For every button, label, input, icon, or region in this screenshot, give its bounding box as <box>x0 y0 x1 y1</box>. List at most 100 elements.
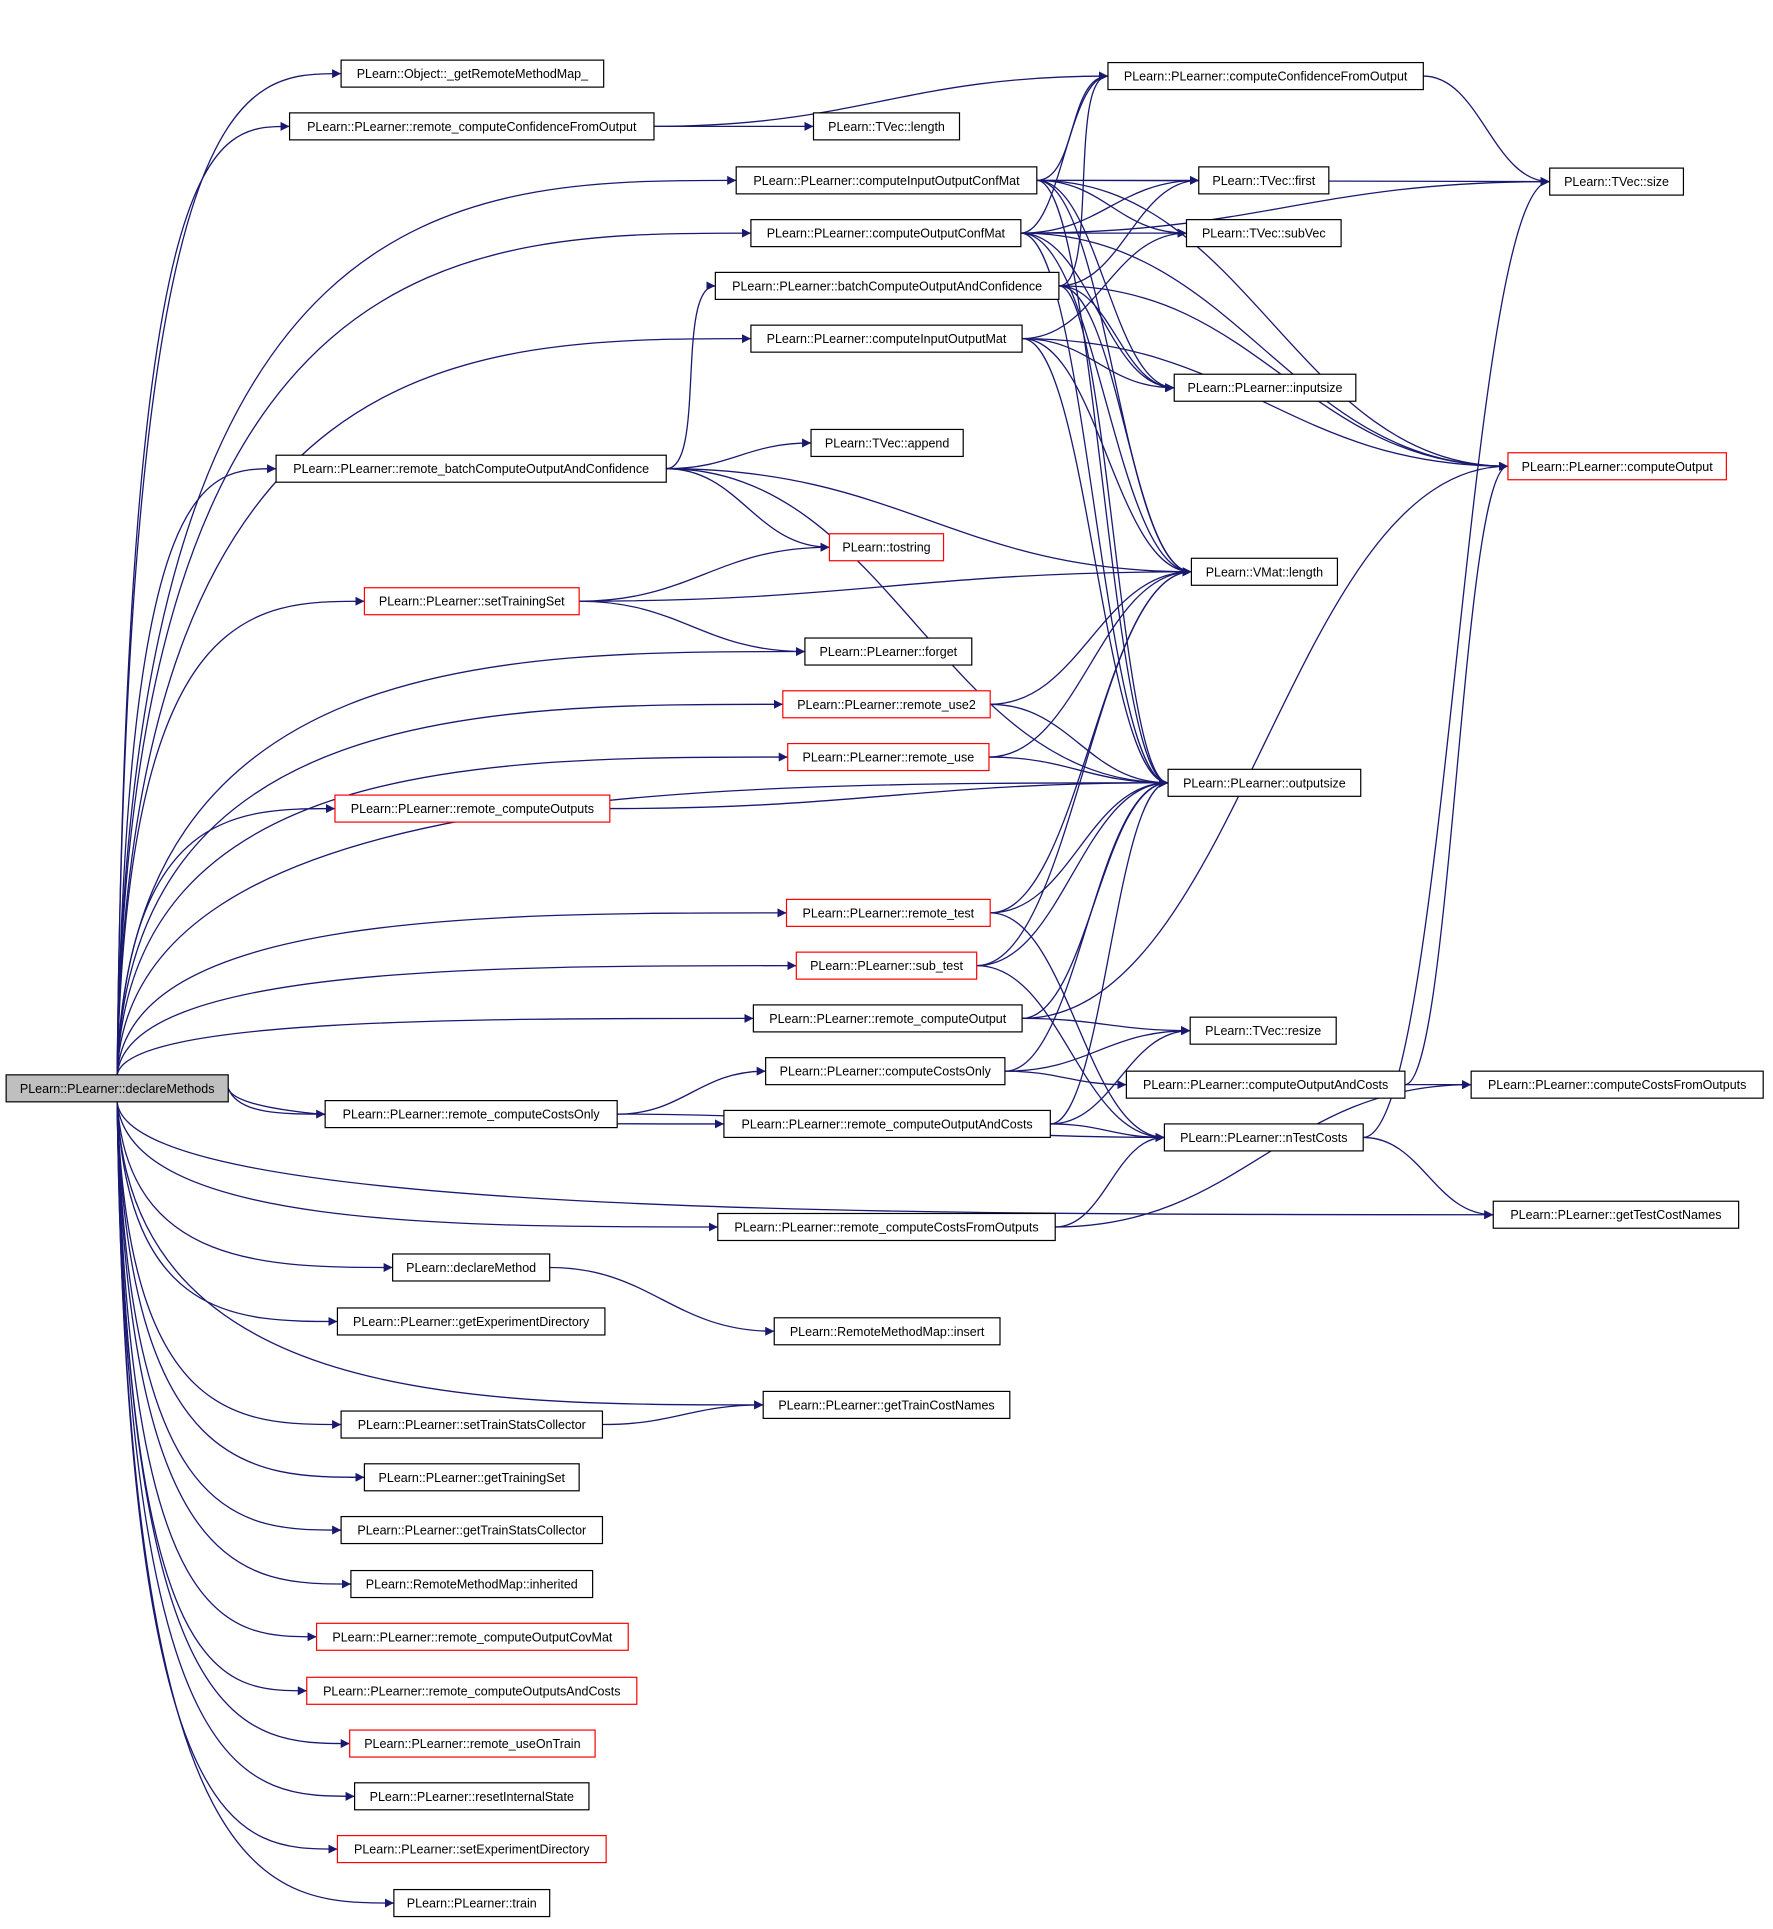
edge-computeOutputConfMat-to-inputsize <box>1020 232 1175 393</box>
edge-path <box>666 468 830 552</box>
edge-batchComputeOutputAndConfidence-to-computeConfidenceFromOutput <box>1058 71 1109 287</box>
node-computeCostsOnly[interactable]: PLearn::PLearner::computeCostsOnly <box>765 1057 1006 1086</box>
node-remote-computeConfidenceFromOutput[interactable]: PLearn::PLearner::remote_computeConfiden… <box>288 112 655 141</box>
node-tvec-size[interactable]: PLearn::TVec::size <box>1549 167 1685 196</box>
node-train[interactable]: PLearn::PLearner::train <box>393 1888 551 1918</box>
edge-path <box>1022 337 1508 471</box>
node-remote-computeOutputsAndCosts[interactable]: PLearn::PLearner::remote_computeOutputsA… <box>306 1676 638 1705</box>
node-remote-computeOutputs[interactable]: PLearn::PLearner::remote_computeOutputs <box>334 794 611 823</box>
node-computeCostsFromOutputs[interactable]: PLearn::PLearner::computeCostsFromOutput… <box>1470 1070 1764 1099</box>
node-computeInputOutputConfMat[interactable]: PLearn::PLearner::computeInputOutputConf… <box>735 166 1038 195</box>
node-label: PLearn::PLearner::getTrainCostNames <box>778 1398 994 1412</box>
node-getRemoteMethodMap[interactable]: PLearn::Object::_getRemoteMethodMap_ <box>340 59 605 88</box>
node-box <box>324 1100 618 1129</box>
edge-sub-test-to-nTestCosts <box>976 964 1165 1142</box>
edge-path <box>116 1101 393 1272</box>
node-tvec-first[interactable]: PLearn::TVec::first <box>1198 166 1330 195</box>
edge-computeOutputConfMat-to-tvec-first <box>1020 175 1199 234</box>
edge-path <box>116 1101 365 1482</box>
node-computeConfidenceFromOutput[interactable]: PLearn::PLearner::computeConfidenceFromO… <box>1107 61 1424 91</box>
edge-computeOutputConfMat-to-vmat-length <box>1020 232 1192 577</box>
node-label: PLearn::RemoteMethodMap::inherited <box>366 1578 578 1592</box>
node-getTrainingSet[interactable]: PLearn::PLearner::getTrainingSet <box>363 1463 580 1492</box>
edge-path <box>579 600 805 657</box>
node-rmm-inherited[interactable]: PLearn::RemoteMethodMap::inherited <box>350 1569 594 1599</box>
node-computeOutput[interactable]: PLearn::PLearner::computeOutput <box>1507 452 1727 481</box>
node-setTrainingSet[interactable]: PLearn::PLearner::setTrainingSet <box>363 587 580 616</box>
edge-path <box>976 778 1169 967</box>
node-tvec-subVec[interactable]: PLearn::TVec::subVec <box>1185 219 1342 248</box>
node-getExperimentDirectory[interactable]: PLearn::PLearner::getExperimentDirectory <box>336 1307 606 1336</box>
edge-root-to-remote-test <box>116 908 787 1075</box>
node-tvec-resize[interactable]: PLearn::TVec::resize <box>1189 1016 1337 1045</box>
node-label: PLearn::TVec::subVec <box>1202 227 1326 241</box>
node-inputsize[interactable]: PLearn::PLearner::inputsize <box>1173 373 1357 402</box>
edge-remote-use2-to-vmat-length <box>990 567 1192 705</box>
node-computeOutputAndCosts[interactable]: PLearn::PLearner::computeOutputAndCosts <box>1125 1070 1406 1099</box>
node-rmm-insert[interactable]: PLearn::RemoteMethodMap::insert <box>773 1317 1001 1346</box>
node-getTestCostNames[interactable]: PLearn::PLearner::getTestCostNames <box>1492 1200 1740 1229</box>
node-computeOutputConfMat[interactable]: PLearn::PLearner::computeOutputConfMat <box>750 219 1022 248</box>
node-vmat-length[interactable]: PLearn::VMat::length <box>1190 557 1339 586</box>
node-remote-computeCostsFromOutputs[interactable]: PLearn::PLearner::remote_computeCostsFro… <box>717 1212 1056 1242</box>
node-tvec-append[interactable]: PLearn::TVec::append <box>810 428 964 458</box>
node-remote-use[interactable]: PLearn::PLearner::remote_use <box>787 742 990 772</box>
node-outputsize[interactable]: PLearn::PLearner::outputsize <box>1167 768 1362 797</box>
edge-path <box>1050 1123 1165 1142</box>
edge-computeCostsOnly-to-computeOutputAndCosts <box>1004 1070 1127 1090</box>
edge-path <box>990 778 1169 914</box>
edge-declareMethod-to-rmm-insert <box>549 1266 775 1336</box>
node-computeInputOutputMat[interactable]: PLearn::PLearner::computeInputOutputMat <box>750 324 1023 353</box>
node-declareMethod[interactable]: PLearn::declareMethod <box>392 1253 551 1282</box>
node-remote-batchComputeOutputAndConfidence[interactable]: PLearn::PLearner::remote_batchComputeOut… <box>275 454 667 483</box>
node-remote-computeOutputCovMat[interactable]: PLearn::PLearner::remote_computeOutputCo… <box>315 1622 629 1651</box>
node-remote-computeOutputAndCosts[interactable]: PLearn::PLearner::remote_computeOutputAn… <box>723 1109 1051 1139</box>
node-resetInternalState[interactable]: PLearn::PLearner::resetInternalState <box>354 1782 590 1811</box>
edge-root-to-computeInputOutputConfMat <box>116 175 737 1075</box>
node-remote-use2[interactable]: PLearn::PLearner::remote_use2 <box>782 690 991 719</box>
node-tostring[interactable]: PLearn::tostring <box>828 533 945 562</box>
edge-path <box>1022 337 1192 577</box>
node-box <box>336 1307 606 1336</box>
edge-path <box>116 1101 317 1642</box>
edge-path <box>1055 1132 1165 1228</box>
node-label: PLearn::PLearner::batchComputeOutputAndC… <box>732 279 1042 293</box>
edge-path <box>988 567 1192 758</box>
node-sub-test[interactable]: PLearn::PLearner::sub_test <box>795 951 978 980</box>
edge-path <box>1004 1026 1191 1072</box>
node-setTrainStatsCollector[interactable]: PLearn::PLearner::setTrainStatsCollector <box>340 1410 604 1439</box>
edge-path <box>1050 1026 1191 1125</box>
edge-path <box>1050 778 1169 1125</box>
node-forget[interactable]: PLearn::PLearner::forget <box>804 637 973 666</box>
node-label: PLearn::PLearner::remote_computeOutputs <box>351 802 594 816</box>
node-label: PLearn::TVec::append <box>825 436 949 450</box>
node-box <box>752 1004 1023 1033</box>
node-batchComputeOutputAndConfidence[interactable]: PLearn::PLearner::batchComputeOutputAndC… <box>714 271 1060 300</box>
edge-remote-use-to-outputsize <box>988 756 1169 788</box>
node-remote-computeOutput[interactable]: PLearn::PLearner::remote_computeOutput <box>752 1004 1023 1033</box>
edge-computeOutputConfMat-to-outputsize <box>1020 232 1169 788</box>
edge-remote-use-to-vmat-length <box>988 567 1192 758</box>
node-remote-computeCostsOnly[interactable]: PLearn::PLearner::remote_computeCostsOnl… <box>324 1100 618 1129</box>
node-nTestCosts[interactable]: PLearn::PLearner::nTestCosts <box>1163 1123 1364 1152</box>
node-box <box>354 1782 590 1811</box>
node-remote-test[interactable]: PLearn::PLearner::remote_test <box>785 898 991 927</box>
edge-path <box>116 334 751 1075</box>
node-label: PLearn::TVec::resize <box>1205 1024 1321 1038</box>
edge-path <box>116 961 797 1075</box>
edge-path <box>1004 778 1169 1072</box>
edge-root-to-getTrainStatsCollector <box>116 1101 342 1535</box>
edge-path <box>116 1101 718 1232</box>
node-getTrainCostNames[interactable]: PLearn::PLearner::getTrainCostNames <box>762 1390 1011 1420</box>
node-label: PLearn::PLearner::forget <box>820 645 958 659</box>
edge-path <box>1020 232 1175 393</box>
edge-path <box>1022 461 1508 1020</box>
node-getTrainStatsCollector[interactable]: PLearn::PLearner::getTrainStatsCollector <box>340 1515 604 1545</box>
edge-path <box>653 71 1108 128</box>
node-tvec-length[interactable]: PLearn::TVec::length <box>812 112 961 141</box>
node-remote-useOnTrain[interactable]: PLearn::PLearner::remote_useOnTrain <box>349 1729 596 1758</box>
node-setExperimentDirectory[interactable]: PLearn::PLearner::setExperimentDirectory <box>336 1834 607 1864</box>
edge-path <box>666 468 1192 577</box>
node-label: PLearn::PLearner::getTrainingSet <box>379 1471 566 1485</box>
edge-path <box>116 69 342 1075</box>
